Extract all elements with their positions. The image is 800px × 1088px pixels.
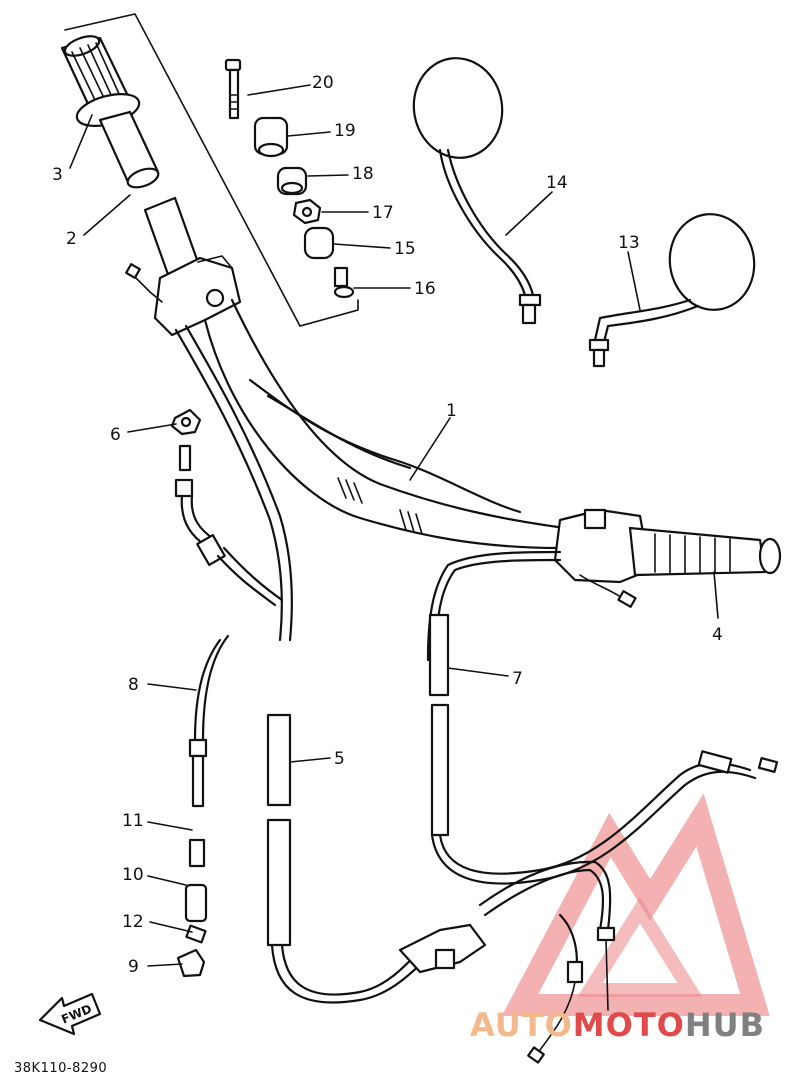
callout-2: 2 (66, 229, 77, 249)
callout-20: 20 (312, 73, 334, 93)
callout-8: 8 (128, 675, 139, 695)
callout-16: 16 (414, 279, 436, 299)
watermark-text-moto: MOTO (573, 1006, 685, 1044)
lower-cables (478, 860, 616, 1064)
watermark-triangle-inner (577, 896, 703, 997)
callout-13: 13 (618, 233, 640, 253)
watermark-text-hub: HUB (685, 1006, 765, 1044)
callout-10: 10 (122, 865, 144, 885)
fwd-arrow: FWD (38, 992, 102, 1036)
left-switch-housing (125, 196, 242, 337)
callout-9: 9 (128, 957, 139, 977)
watermark-text: AUTOMOTOHUB (470, 1006, 765, 1044)
drawing-code: 38K110-8290 (14, 1061, 107, 1076)
right-grip-assembly (553, 508, 782, 608)
watermark-triangle-outer (501, 793, 770, 1016)
callout-6: 6 (110, 425, 121, 445)
watermark-logo (501, 793, 770, 1016)
cable-7 (426, 550, 779, 885)
mirror-13 (588, 213, 756, 368)
callout-17: 17 (372, 203, 394, 223)
throttle-cable-5 (174, 324, 487, 1004)
callout-7: 7 (512, 669, 523, 689)
left-grip (60, 35, 160, 189)
clutch-cable-8 (170, 408, 284, 978)
callout-labels: 20 19 18 17 15 16 3 2 6 8 11 10 12 9 1 4… (52, 73, 723, 977)
callout-1: 1 (446, 401, 457, 421)
handlebar (203, 298, 582, 550)
callout-19: 19 (334, 121, 356, 141)
callout-12: 12 (122, 912, 144, 932)
callout-15: 15 (394, 239, 416, 259)
callout-3: 3 (52, 165, 63, 185)
left-grip-bracket (64, 13, 359, 327)
svg-text:AUTOMOTOHUB: AUTOMOTOHUB (470, 1006, 765, 1044)
small-parts (224, 58, 355, 299)
leader-lines (69, 84, 719, 967)
callout-5: 5 (334, 749, 345, 769)
callout-14: 14 (546, 173, 568, 193)
callout-11: 11 (122, 811, 144, 831)
callout-4: 4 (712, 625, 723, 645)
callout-18: 18 (352, 164, 374, 184)
mirror-14 (412, 57, 542, 325)
watermark-text-auto: AUTO (470, 1006, 573, 1044)
